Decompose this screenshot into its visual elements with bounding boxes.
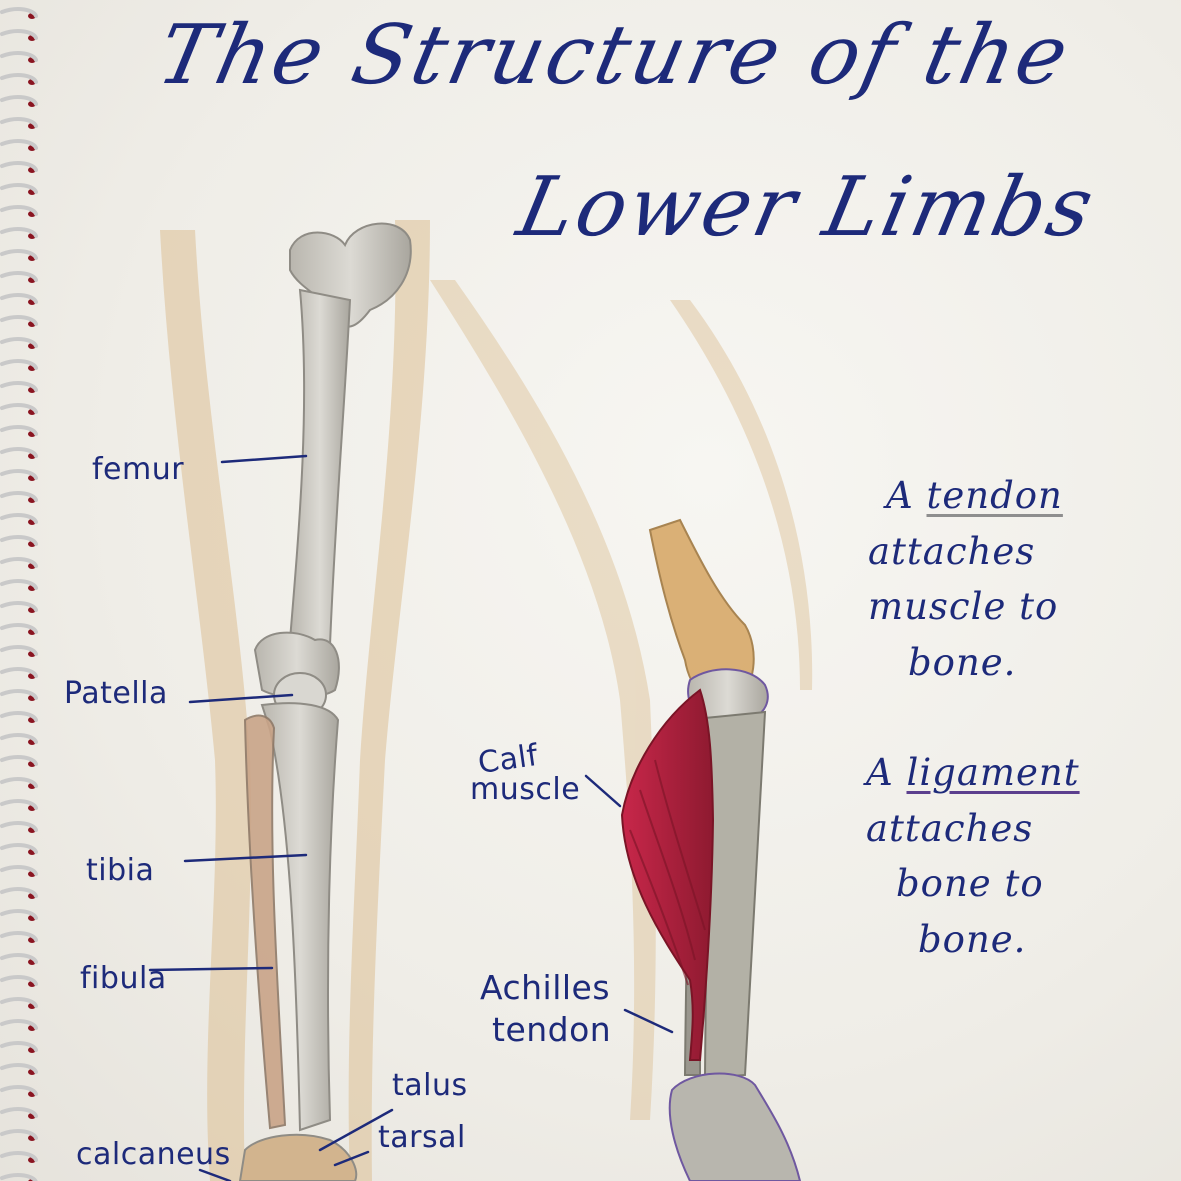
spiral-coil — [0, 73, 38, 84]
tendon-note-line-2: attaches — [868, 529, 1036, 573]
ligament-note-prefix: A — [866, 751, 894, 794]
spiral-coil — [0, 1019, 38, 1030]
spiral-coil — [0, 931, 38, 942]
spiral-coil — [0, 227, 38, 238]
spiral-coil — [0, 205, 38, 216]
spiral-coil — [0, 755, 38, 766]
spiral-coil — [0, 1151, 38, 1162]
label-tibia: tibia — [86, 853, 155, 888]
spiral-coil — [0, 51, 38, 62]
spiral-coil — [0, 689, 38, 700]
spiral-coil — [0, 1129, 38, 1140]
spiral-coil — [0, 843, 38, 854]
spiral-coil — [0, 975, 38, 986]
spiral-coil — [0, 95, 38, 106]
tendon-note: A tendon attaches muscle to bone. — [868, 468, 1063, 690]
label-patella: Patella — [64, 676, 168, 711]
page-title-line-2: Lower Limbs — [509, 160, 1104, 255]
spiral-coil — [0, 403, 38, 414]
spiral-coil — [0, 117, 38, 128]
spiral-coil — [0, 821, 38, 832]
spiral-coil — [0, 7, 38, 18]
spiral-coil — [0, 381, 38, 392]
ligament-note: A ligament attaches bone to bone. — [866, 745, 1080, 967]
spiral-coil — [0, 161, 38, 172]
spiral-coil — [0, 293, 38, 304]
left-leg-skin-outline — [160, 220, 430, 1181]
page-title-line-1: The Structure of the — [149, 8, 1079, 103]
tendon-term: tendon — [926, 474, 1063, 517]
tendon-note-line-3: muscle to — [868, 585, 1059, 628]
spiral-coil — [0, 623, 38, 634]
spiral-coil — [0, 425, 38, 436]
ligament-term: ligament — [906, 751, 1080, 794]
right-leg-skin-outline — [430, 280, 813, 1120]
spiral-coil — [0, 183, 38, 194]
label-calcaneus: calcaneus — [76, 1137, 231, 1172]
spiral-coil — [0, 447, 38, 458]
spiral-coil — [0, 777, 38, 788]
spiral-coil — [0, 1063, 38, 1074]
calf-muscle-drawing — [620, 688, 715, 1061]
label-femur: femur — [92, 452, 185, 487]
spiral-coil — [0, 865, 38, 876]
spiral-coil — [0, 579, 38, 590]
spiral-coil — [0, 1107, 38, 1118]
spiral-coil — [0, 271, 38, 282]
label-achilles-line-2: tendon — [492, 1010, 612, 1049]
spiral-coil — [0, 513, 38, 524]
spiral-coil — [0, 799, 38, 810]
spiral-coil — [0, 139, 38, 150]
spiral-coil — [0, 337, 38, 348]
spiral-coil — [0, 1085, 38, 1096]
spiral-coil — [0, 953, 38, 964]
spiral-binding — [0, 7, 38, 1181]
ligament-note-line-3: bone to — [896, 862, 1044, 905]
spiral-coil — [0, 249, 38, 260]
tendon-note-prefix: A — [886, 474, 914, 517]
spiral-coil — [0, 645, 38, 656]
spiral-coil — [0, 469, 38, 480]
spiral-coil — [0, 315, 38, 326]
spiral-coil — [0, 887, 38, 898]
label-calf-muscle-line-2: muscle — [470, 772, 581, 807]
tendon-note-line-4: bone. — [908, 640, 1017, 684]
spiral-coil — [0, 29, 38, 40]
spiral-coil — [0, 667, 38, 678]
label-leader-lines — [148, 454, 674, 1181]
label-achilles-line-1: Achilles — [480, 968, 611, 1007]
spiral-coil — [0, 557, 38, 568]
ligament-note-line-2: attaches — [866, 806, 1034, 850]
label-fibula: fibula — [80, 961, 167, 996]
spiral-coil — [0, 491, 38, 502]
spiral-coil — [0, 909, 38, 920]
ligament-note-line-4: bone. — [918, 917, 1027, 961]
spiral-coil — [0, 997, 38, 1008]
spiral-coil — [0, 535, 38, 546]
label-tarsal: tarsal — [378, 1120, 466, 1155]
spiral-coil — [0, 359, 38, 370]
spiral-coil — [0, 1041, 38, 1052]
label-talus: talus — [392, 1068, 468, 1103]
spiral-coil — [0, 601, 38, 612]
spiral-coil — [0, 733, 38, 744]
spiral-coil — [0, 711, 38, 722]
